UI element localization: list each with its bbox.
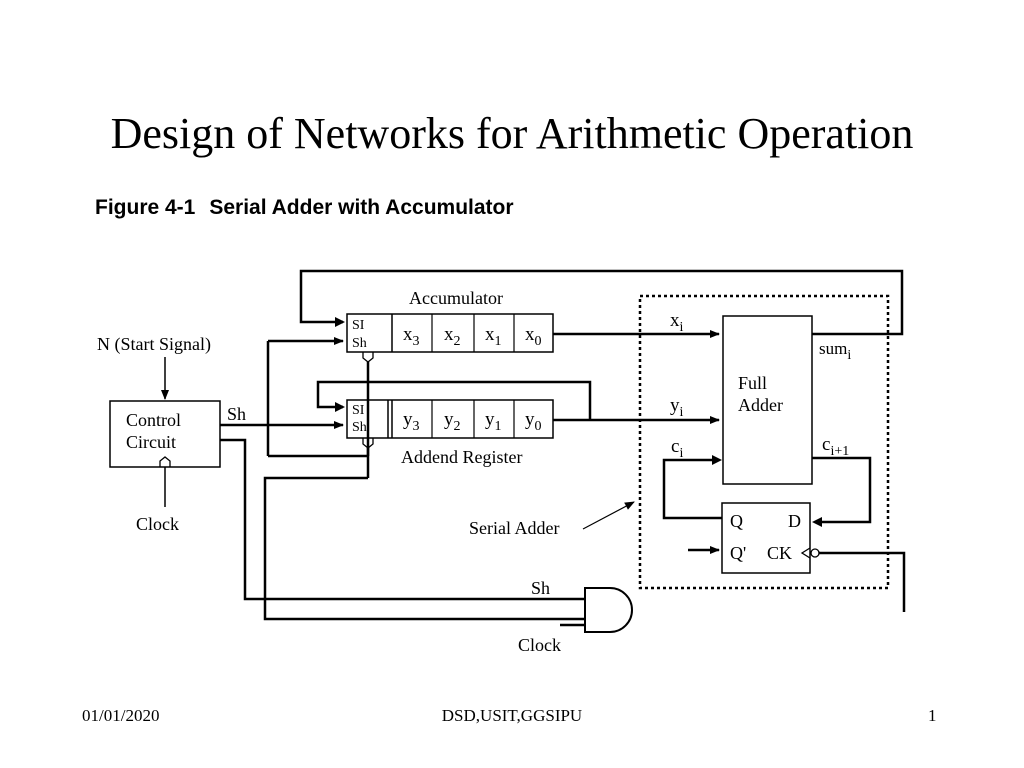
ff-q-label: Q xyxy=(730,511,743,531)
ff-qn-label: Q' xyxy=(730,543,746,563)
full-adder xyxy=(722,315,813,485)
gated-clock-lines xyxy=(263,362,585,621)
carry-flip-flop xyxy=(721,502,811,574)
sumi-label: sumi xyxy=(819,339,851,363)
figure-caption: Figure 4-1 Serial Adder with Accumulator xyxy=(95,196,528,220)
addend-sh-label: Sh xyxy=(352,420,367,435)
cell-x3: x3 xyxy=(403,324,420,349)
control-circuit-label-1: Control xyxy=(126,410,181,430)
cell-x0: x0 xyxy=(525,324,542,349)
start-signal-label: N (Start Signal) xyxy=(97,334,211,355)
cell-x1: x1 xyxy=(485,324,502,349)
addend-si-label: SI xyxy=(352,403,365,418)
ci1-label: ci+1 xyxy=(822,434,849,459)
cell-x2: x2 xyxy=(444,324,461,349)
cell-y0: y0 xyxy=(525,409,542,434)
accumulator-register: SI Sh x3 x2 x1 x0 xyxy=(346,313,554,353)
slide-title: Design of Networks for Arithmetic Operat… xyxy=(110,109,914,158)
addend-register: SI Sh y3 y2 y1 y0 xyxy=(346,399,554,439)
full-adder-label-1: Full xyxy=(738,373,767,393)
ff-clock-line xyxy=(819,551,906,612)
cell-y3: y3 xyxy=(403,409,420,434)
figure-label: Figure 4-1 xyxy=(95,196,196,219)
ff-clock-input xyxy=(800,547,811,559)
control-clock-input xyxy=(159,456,171,467)
ff-ck-label: CK xyxy=(767,543,792,563)
footer-page-number: 1 xyxy=(928,706,937,725)
footer-org: DSD,USIT,GGSIPU xyxy=(441,706,583,725)
accumulator-clock-input xyxy=(362,352,374,363)
sum-feedback-line xyxy=(299,269,904,336)
control-sh-label: Sh xyxy=(227,404,246,424)
addend-register-label: Addend Register xyxy=(401,447,522,467)
accumulator-si-label: SI xyxy=(352,318,365,333)
accumulator-label: Accumulator xyxy=(409,288,503,308)
ff-d-label: D xyxy=(788,511,801,531)
ci-label: ci xyxy=(671,436,683,461)
cell-y2: y2 xyxy=(444,409,461,434)
figure-title: Serial Adder with Accumulator xyxy=(209,196,514,219)
sh-to-and-line xyxy=(220,438,585,601)
footer-date: 01/01/2020 xyxy=(82,706,160,725)
control-circuit xyxy=(109,400,221,468)
and-gate xyxy=(584,587,633,633)
control-circuit-label-2: Circuit xyxy=(126,432,176,452)
addend-recirculation-line xyxy=(316,380,592,420)
cell-y1: y1 xyxy=(485,409,502,434)
carry-loop xyxy=(662,456,872,524)
and-clock-label: Clock xyxy=(518,635,561,655)
and-sh-label: Sh xyxy=(531,578,550,598)
serial-adder-label: Serial Adder xyxy=(469,518,559,538)
control-clock-label: Clock xyxy=(136,514,179,534)
yi-label: yi xyxy=(670,395,684,420)
xi-label: xi xyxy=(670,310,684,335)
full-adder-label-2: Adder xyxy=(738,395,783,415)
accumulator-sh-label: Sh xyxy=(352,336,367,351)
